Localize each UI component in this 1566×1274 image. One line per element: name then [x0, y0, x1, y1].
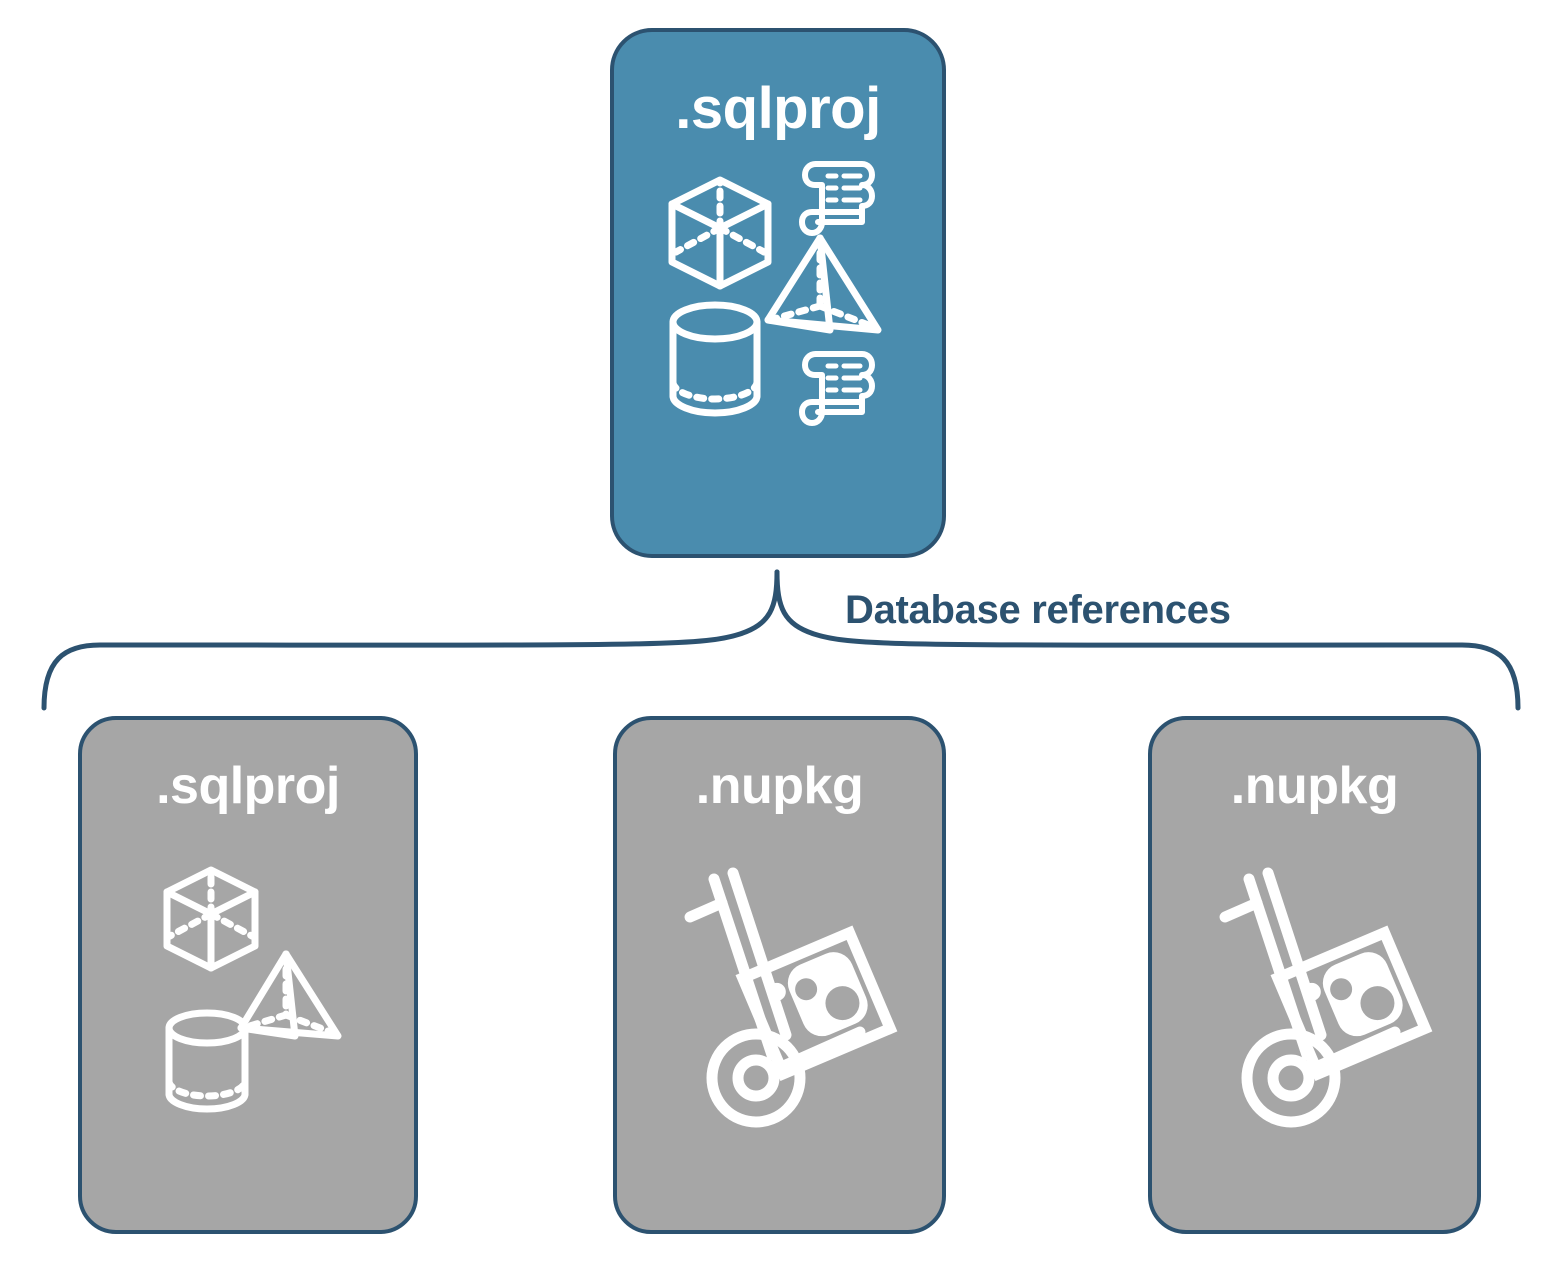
node-root-label: .sqlproj — [675, 76, 881, 141]
hand-truck-package-icon — [684, 867, 897, 1128]
node-child-nupkg-2-label: .nupkg — [1230, 757, 1399, 815]
node-child-nupkg-1-label: .nupkg — [695, 757, 864, 815]
cube-icon — [668, 176, 772, 290]
pyramid-icon — [237, 950, 342, 1040]
node-root-icon-group — [658, 152, 898, 432]
hand-truck-wheel — [1241, 1028, 1340, 1128]
pyramid-icon — [764, 234, 882, 334]
connector-label: Database references — [845, 588, 1231, 632]
hand-truck-package-icon — [1219, 867, 1432, 1128]
node-child-nupkg-1-icon-group — [655, 830, 905, 1130]
hand-truck-wheel — [706, 1028, 805, 1128]
package-box — [1270, 925, 1432, 1082]
node-child-nupkg-2[interactable]: .nupkg — [1148, 716, 1481, 1234]
node-root-sqlproj[interactable]: .sqlproj — [610, 28, 946, 558]
cylinder-icon — [669, 301, 761, 417]
node-child-nupkg-1[interactable]: .nupkg — [613, 716, 946, 1234]
node-child-sqlproj[interactable]: .sqlproj — [78, 716, 418, 1234]
node-child-sqlproj-label: .sqlproj — [156, 757, 340, 815]
script-scroll-icon — [799, 351, 875, 426]
node-child-sqlproj-icon-group — [123, 830, 373, 1130]
cube-icon — [163, 866, 259, 972]
script-scroll-icon — [799, 161, 875, 236]
package-box — [735, 925, 897, 1082]
node-child-nupkg-2-icon-group — [1190, 830, 1440, 1130]
cylinder-icon — [165, 1009, 249, 1113]
connector-brace — [41, 569, 1521, 711]
